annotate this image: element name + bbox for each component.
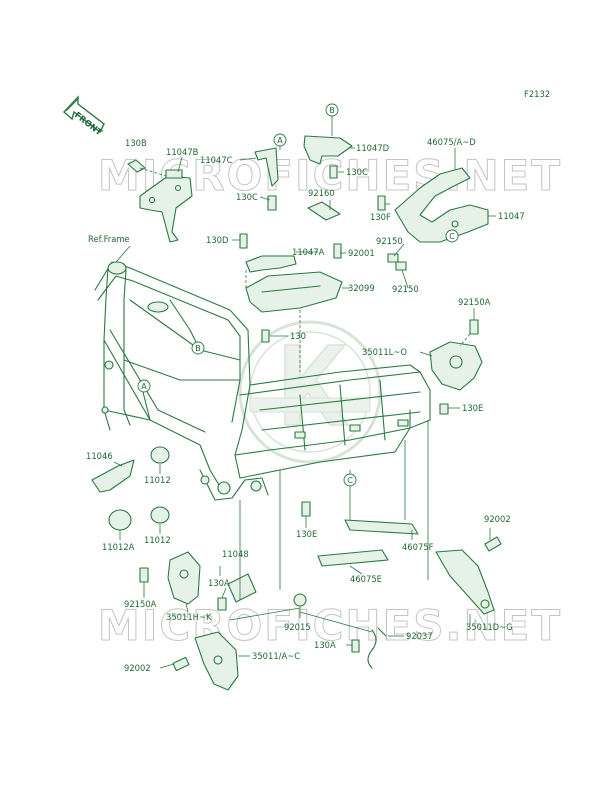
part-label-130f: 130F [370,212,391,222]
part-label-92150-a: 92150 [376,236,403,246]
part-label-11012-b: 11012 [144,535,171,545]
part-label-11046: 11046 [86,451,113,461]
part-label-130b: 130B [125,138,147,148]
bracket-11046 [91,459,135,493]
ref-circle-a-frame: A [137,379,151,393]
bracket-11047c [254,147,279,187]
part-label-11047a: 11047A [292,247,325,257]
ref-circle-c-top: C [445,229,459,243]
bracket-11047b [139,169,193,243]
svg-text:C: C [449,232,455,241]
bracket-11047d [303,135,353,165]
grommet-11012-a [150,446,170,464]
ref-circle-b-frame: B [191,341,205,355]
part-label-130c-right: 130C [346,167,368,177]
part-label-92001: 92001 [348,248,375,258]
part-label-130a-a: 130A [208,578,230,588]
bolt-92150a-left [139,567,149,583]
ref-circle-a-top: A [273,133,287,150]
bolt-130c-left [267,195,277,211]
svg-text:C: C [347,476,353,485]
plate-11048 [227,573,257,603]
bracket-35011d [435,549,495,615]
part-label-11047b: 11047B [166,147,199,157]
part-label-35011d: 35011D~G [466,622,513,632]
part-label-92002-left: 92002 [124,663,151,673]
grommet-11012-b [150,506,170,524]
figure-code: F2132 [524,89,550,99]
ref-frame-label: Ref.Frame [88,234,130,244]
part-label-130d: 130D [206,235,228,245]
part-label-11012a: 11012A [102,542,135,552]
part-label-130e-bottom: 130E [296,529,317,539]
bolt-92001 [333,243,342,259]
part-label-92160: 92160 [308,188,335,198]
ref-circle-b-top: B [325,103,339,136]
bracket-11047a [245,255,297,273]
part-label-46075e: 46075E [350,574,382,584]
front-arrow-icon: FRONT [62,95,105,137]
bolt-130a-bottom [351,639,360,653]
part-label-92037: 92037 [406,631,433,641]
part-label-11047: 11047 [498,211,525,221]
bracket-35011l [429,341,483,391]
main-frame [94,261,431,501]
part-label-130a-b: 130A [314,640,336,650]
bolts-92150 [387,253,407,271]
part-label-32099: 32099 [348,283,375,293]
bracket-35011a [194,631,239,691]
bolt-130e-right [439,403,449,415]
bolt-92002-right [484,536,502,552]
part-label-92150a-left: 92150A [124,599,157,609]
part-label-11047d: 11047D [356,143,389,153]
svg-text:A: A [277,136,283,145]
part-label-46075f: 46075F [402,542,434,552]
bracket-46075 [394,167,489,243]
svg-text:A: A [141,382,147,391]
step-holder-46075f [344,519,419,535]
part-label-92015: 92015 [284,622,311,632]
bolt-130e-bottom [301,501,311,517]
bolt-130b [127,159,146,173]
spring-92037 [367,627,387,669]
part-label-130c-left: 130C [236,192,258,202]
step-holder-46075e [317,549,389,567]
part-label-92150-b: 92150 [392,284,419,294]
bolt-130d [239,233,248,249]
part-label-130e-right: 130E [462,403,483,413]
part-label-35011l: 35011L~O [362,347,407,357]
svg-text:B: B [329,106,335,115]
pad-92160 [307,201,341,221]
nut-92015 [293,593,307,607]
grommet-11012a [108,509,132,531]
bolt-92002-left [172,656,190,672]
bracket-35011h [167,551,201,605]
bolt-130a-left [217,597,227,611]
bolt-92150a-right [469,319,479,335]
ref-circle-c-frame: C [343,473,357,487]
part-label-35011h: 35011H~K [166,612,212,622]
part-label-46075: 46075/A~D [427,137,476,147]
svg-text:B: B [195,344,201,353]
part-label-35011a: 35011/A~C [252,651,300,661]
part-label-11048: 11048 [222,549,249,559]
bolt-130c-right [329,165,338,179]
bolt-130f [377,195,386,211]
part-label-11012-a: 11012 [144,475,171,485]
part-label-92002-right: 92002 [484,514,511,524]
plate-32099 [245,271,343,313]
part-label-92150a-right: 92150A [458,297,491,307]
part-label-130: 130 [290,331,306,341]
bolt-130 [261,329,270,343]
part-label-11047c: 11047C [200,155,233,165]
leader-lines [113,147,496,669]
